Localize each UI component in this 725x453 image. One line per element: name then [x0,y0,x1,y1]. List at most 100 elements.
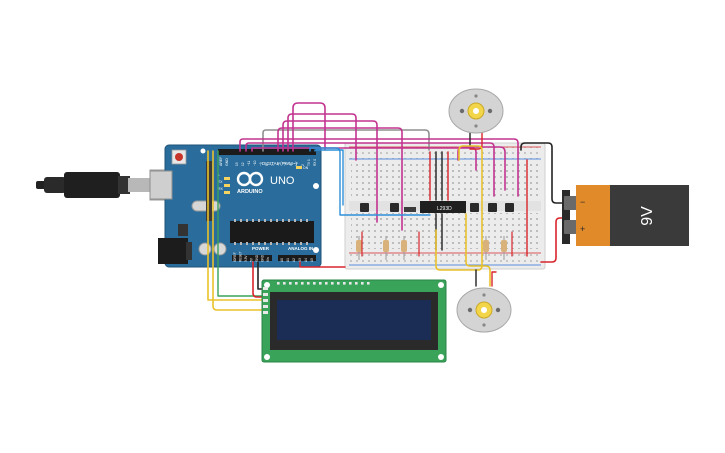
analog-pin-label: A3 [298,258,302,262]
dc-motor-top[interactable] [448,88,504,134]
digital-header [218,149,316,155]
arduino-brand-text: ARDUINO [237,189,263,195]
push-buttons[interactable] [360,203,514,212]
digital-pin-label: 13 [235,162,239,166]
analog-pin-label: A4 [304,258,308,262]
wire-magenta [282,120,378,223]
atmega-chip [230,221,314,243]
wire-gray [262,129,430,152]
lcd-pin[interactable] [325,282,328,285]
battery-label: 9V [639,206,656,226]
battery-minus: − [580,197,585,207]
wire-yellow [465,213,491,287]
digital-pin-label: 7 [271,164,275,166]
digital-pin-label: 4 [289,164,293,166]
dc-motor-bottom[interactable] [456,287,512,333]
digital-pin-label: RX 0 [313,159,317,166]
wire-yellow [207,150,263,301]
lcd-pin[interactable] [367,282,370,285]
power-pin-label: RESET [239,251,243,262]
wire-red [540,217,563,263]
digital-pin-label: TX 1 [307,159,311,166]
digital-pin-label: ~5 [283,162,287,166]
push-button[interactable] [470,203,479,212]
wire-magenta [287,113,357,161]
power-pin-label: GND [255,254,259,262]
lcd-pin[interactable] [331,282,334,285]
lcd-pin[interactable] [301,282,304,285]
lcd-pin[interactable] [361,282,364,285]
wire-blue [309,147,431,216]
lcd-pin-header [277,282,370,285]
lcd-pin[interactable] [337,282,340,285]
power-pin-label: GND [261,254,265,262]
power-pin-label: 3.3V [244,255,248,262]
wire-red [252,261,263,298]
wire-green [217,150,263,297]
analog-header-label: ANALOG IN [288,246,313,251]
analog-pin-label: A2 [292,258,296,262]
lcd-pin[interactable] [289,282,292,285]
label-l: L [218,173,220,177]
wires [207,102,563,311]
lcd-16x2[interactable] [261,279,447,363]
digital-pin-label: 8 [265,164,269,166]
power-header-label: POWER [252,246,270,251]
push-button[interactable] [488,203,497,212]
arduino-uno-board[interactable]: ARDUINO UNO DIGITAL (PWM~) POWER ANALOG … [149,144,322,268]
wire-red [491,271,497,287]
lcd-pin[interactable] [319,282,322,285]
digital-pin-label: 2 [301,164,305,166]
driver-label: L293D [437,206,452,212]
lcd-pin[interactable] [295,282,298,285]
digital-pin-label: ~11 [247,161,251,166]
push-button[interactable] [390,203,399,212]
power-pin-label: Vin [266,257,270,262]
wire-black [257,261,263,290]
lcd-pin[interactable] [349,282,352,285]
digital-pin-label: ~6 [277,162,281,166]
digital-pin-label: ~3 [295,162,299,166]
wire-magenta [239,138,519,197]
battery-9v[interactable]: 9V + − [562,185,689,246]
lcd-pin[interactable] [343,282,346,285]
label-aref: AREF [219,157,223,166]
digital-pin-label: ~10 [253,160,257,166]
arduino-logo-icon [236,171,264,187]
digital-pin-label: ~9 [259,162,263,166]
wire-blue [314,149,344,206]
reset-button-cap[interactable] [175,153,183,161]
analog-pin-label: A5 [310,258,314,262]
label-tx: TX [218,180,223,184]
power-pin-label: IOREF [233,252,237,262]
label-gnd: GND [225,158,229,166]
analog-pin-label: A0 [280,258,284,262]
wire-yellow [212,150,263,311]
wire-black [520,142,563,204]
power-pin-label: 5V [250,257,254,262]
lcd-pin[interactable] [283,282,286,285]
wire-magenta [245,142,495,197]
arduino-model-text: UNO [270,175,295,187]
analog-header [278,255,316,261]
lcd-pin[interactable] [355,282,358,285]
lcd-pin[interactable] [307,282,310,285]
analog-pin-label: A1 [286,258,290,262]
digital-pin-label: 12 [241,162,245,166]
label-on: ON [303,166,309,170]
wire-yellow [435,145,483,271]
lcd-pin[interactable] [277,282,280,285]
lcd-pin[interactable] [313,282,316,285]
l293d-driver-chip[interactable]: L293D [420,201,466,213]
wire-magenta [277,127,403,231]
battery-plus: + [580,224,585,234]
digital-header-label: DIGITAL (PWM~) [262,161,297,166]
resistors [356,236,507,260]
wire-magenta [292,102,326,152]
push-button[interactable] [505,203,514,212]
push-button[interactable] [360,203,369,212]
